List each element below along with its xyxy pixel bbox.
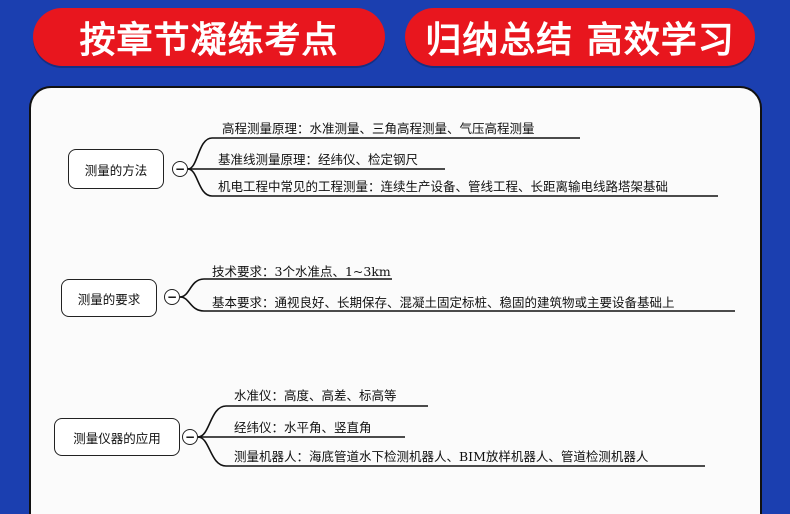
collapse-toggle-icon[interactable]: − <box>172 161 188 177</box>
node-title: 测量的方法 <box>84 162 148 178</box>
connector-g1-b3 <box>187 168 718 197</box>
branch-text: 测量机器人：海底管道水下检测机器人、BIM放样机器人、管道检测机器人 <box>234 449 649 464</box>
node-measurement-requirements: 测量的要求 <box>61 279 157 317</box>
banner-right: 归纳总结 高效学习 <box>405 8 755 66</box>
connector-g1-b1 <box>187 137 580 170</box>
banner-left: 按章节凝练考点 <box>33 8 385 66</box>
branch-text: 技术要求：3个水准点、1~3km <box>212 264 391 279</box>
node-title: 测量仪器的应用 <box>73 430 161 446</box>
branch-text: 机电工程中常见的工程测量：连续生产设备、管线工程、长距离输电线路塔架基础 <box>218 179 669 194</box>
branch-text: 高程测量原理：水准测量、三角高程测量、气压高程测量 <box>222 121 535 136</box>
connector-g2-b1 <box>179 278 392 298</box>
collapse-toggle-icon[interactable]: − <box>182 429 198 445</box>
node-instrument-application: 测量仪器的应用 <box>54 418 180 456</box>
node-measurement-methods: 测量的方法 <box>68 149 164 189</box>
collapse-toggle-icon[interactable]: − <box>164 289 180 305</box>
connector-g3-b1 <box>197 405 428 438</box>
connector-g2-b2 <box>179 296 735 312</box>
node-title: 测量的要求 <box>77 291 141 307</box>
connector-g3-b3 <box>197 436 705 467</box>
branch-text: 经纬仪：水平角、竖直角 <box>234 420 372 435</box>
branch-text: 水准仪：高度、高差、标高等 <box>234 388 397 403</box>
branch-text: 基准线测量原理：经纬仪、检定钢尺 <box>218 152 419 167</box>
branch-text: 基本要求：通视良好、长期保存、混凝土固定标桩、稳固的建筑物或主要设备基础上 <box>212 295 675 310</box>
